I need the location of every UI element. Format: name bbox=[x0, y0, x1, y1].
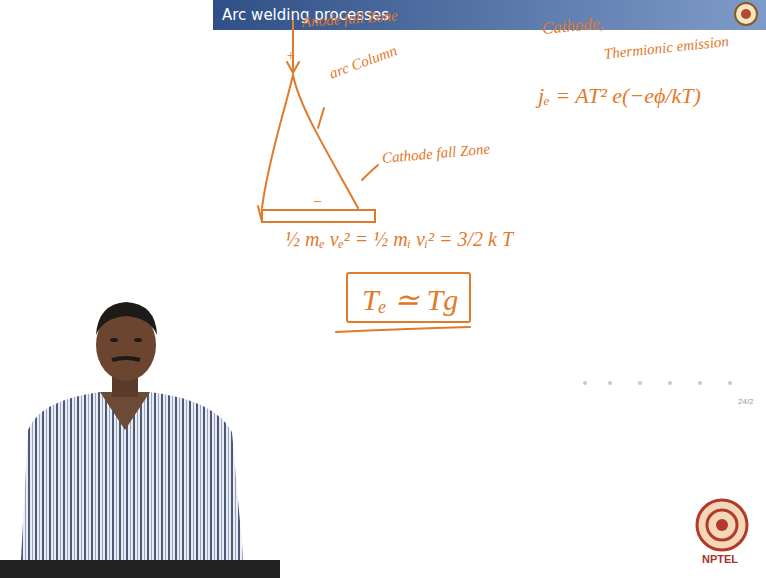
handwritten-note: arc Column bbox=[327, 42, 399, 82]
nptel-logo bbox=[697, 500, 747, 550]
handwritten-note: Cathode fall Zone bbox=[381, 141, 490, 167]
logo-text: NPTEL bbox=[702, 553, 738, 565]
boxed-result: Tₑ ≃ Tg bbox=[346, 272, 471, 323]
equation: jₑ = AT² e(−eϕ/kT) bbox=[538, 84, 701, 108]
institute-logo-core bbox=[741, 9, 751, 19]
polarity-sign: + bbox=[286, 48, 295, 63]
handwritten-note: Cathode, bbox=[541, 15, 604, 39]
presenter bbox=[0, 302, 280, 578]
polarity-sign: − bbox=[312, 193, 323, 211]
institute-logo bbox=[735, 3, 757, 25]
nav-icons bbox=[583, 381, 732, 385]
arc-sketch bbox=[258, 20, 470, 332]
header-bar bbox=[213, 0, 766, 30]
equation: ½ mₑ vₑ² = ½ mᵢ vᵢ² = 3/2 k T bbox=[285, 228, 513, 250]
handwritten-note: Thermionic emission bbox=[603, 33, 729, 63]
slide-number: 24/2 bbox=[738, 398, 754, 407]
equation: Tₑ ≃ Tg bbox=[362, 283, 455, 316]
